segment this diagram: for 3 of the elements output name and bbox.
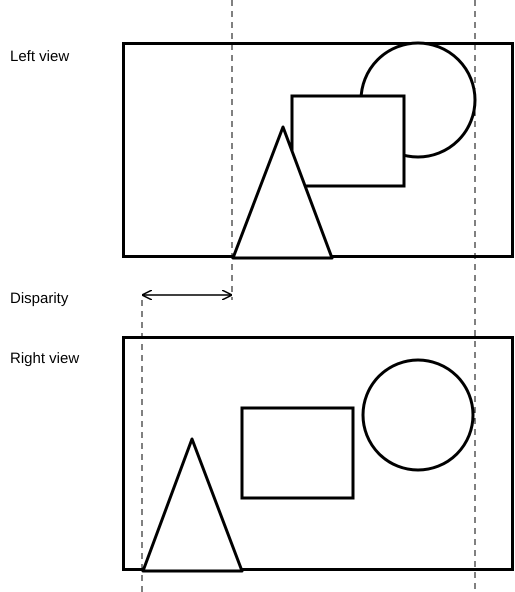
view-heading: Left view <box>10 48 70 66</box>
view-heading: Right view <box>10 350 80 368</box>
disparity-label: Disparity <box>10 290 68 308</box>
